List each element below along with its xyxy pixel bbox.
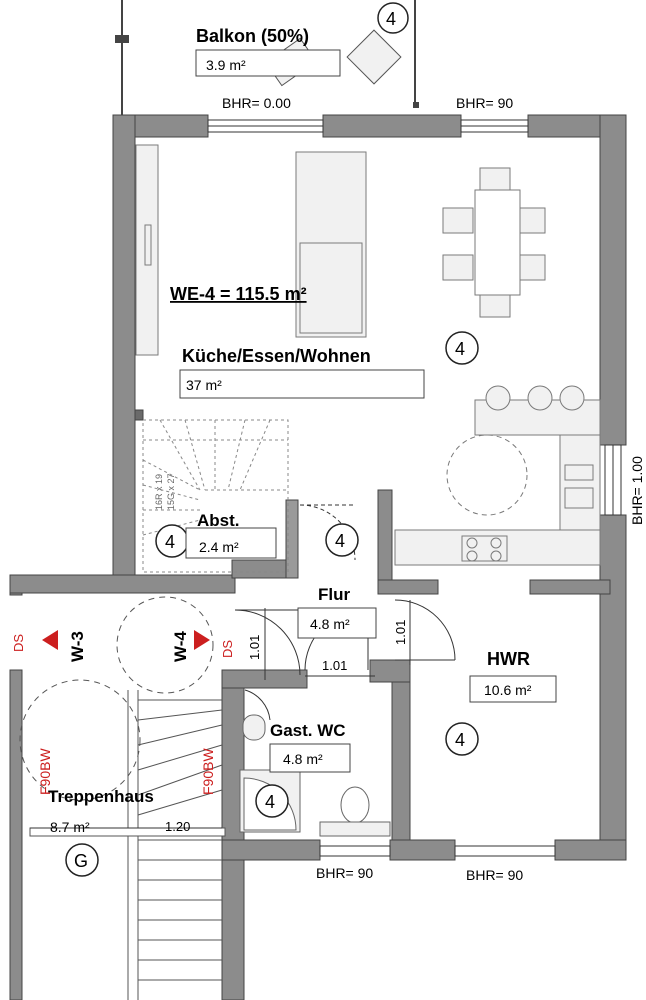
staircase-stairs xyxy=(19,596,226,1000)
dim-door-right: 1.01 xyxy=(393,620,408,645)
walls xyxy=(9,114,627,1000)
dimension-lines xyxy=(30,600,411,829)
storage-door-unit-no: 4 xyxy=(335,531,345,551)
stair-note-2: 15G x 27 xyxy=(166,473,176,510)
marker-w4: W-4 xyxy=(171,631,190,662)
apartment-title: WE-4 = 115.5 m² xyxy=(170,284,307,304)
marker-w3: W-3 xyxy=(68,631,87,662)
apartment-stairs xyxy=(142,419,289,573)
dim-door-center: 1.01 xyxy=(322,658,347,673)
label-boxes xyxy=(179,49,557,773)
balcony-name: Balkon (50%) xyxy=(196,26,309,46)
storage-unit-no: 4 xyxy=(165,532,175,552)
furniture xyxy=(135,144,601,566)
window-label-top-right: BHR= 90 xyxy=(456,95,513,111)
utility-name: HWR xyxy=(487,649,530,669)
living-area: 37 m² xyxy=(186,377,222,393)
living-unit-no: 4 xyxy=(455,339,465,359)
staircase-name: Treppenhaus xyxy=(48,787,154,806)
hall-area: 4.8 m² xyxy=(310,616,350,632)
utility-unit-no: 4 xyxy=(455,730,465,750)
marker-f90-left: F90BW xyxy=(37,748,53,795)
hall-name: Flur xyxy=(318,585,350,604)
staircase-unit-no: G xyxy=(74,851,88,871)
window-label-bottom-wc: BHR= 90 xyxy=(316,865,373,881)
dim-stair-width: 1.20 xyxy=(165,819,190,834)
wc-unit-no: 4 xyxy=(265,792,275,812)
wc-area: 4.8 m² xyxy=(283,751,323,767)
unit-number-circle xyxy=(377,2,409,34)
window-label-top-left: BHR= 0.00 xyxy=(222,95,291,111)
unit-circles xyxy=(65,331,479,877)
balcony-area: 3.9 m² xyxy=(206,57,246,73)
windows xyxy=(207,119,622,857)
dim-door-left: 1.01 xyxy=(247,635,262,660)
storage-area: 2.4 m² xyxy=(199,539,239,555)
marker-ds-right: DS xyxy=(220,640,235,658)
window-label-bottom-hwr: BHR= 90 xyxy=(466,867,523,883)
utility-area: 10.6 m² xyxy=(484,682,532,698)
wc-name: Gast. WC xyxy=(270,721,346,740)
storage-name: Abst. xyxy=(197,511,240,530)
staircase-area: 8.7 m² xyxy=(50,819,90,835)
window-label-right: BHR= 1.00 xyxy=(629,456,645,525)
balcony-unit-no: 4 xyxy=(386,9,396,29)
w-markers xyxy=(42,630,210,650)
marker-f90-right: F90BW xyxy=(200,748,216,795)
living-name: Küche/Essen/Wohnen xyxy=(182,346,371,366)
marker-ds-left: DS xyxy=(11,634,26,652)
stair-note-1: 16R x 19 xyxy=(154,474,164,510)
